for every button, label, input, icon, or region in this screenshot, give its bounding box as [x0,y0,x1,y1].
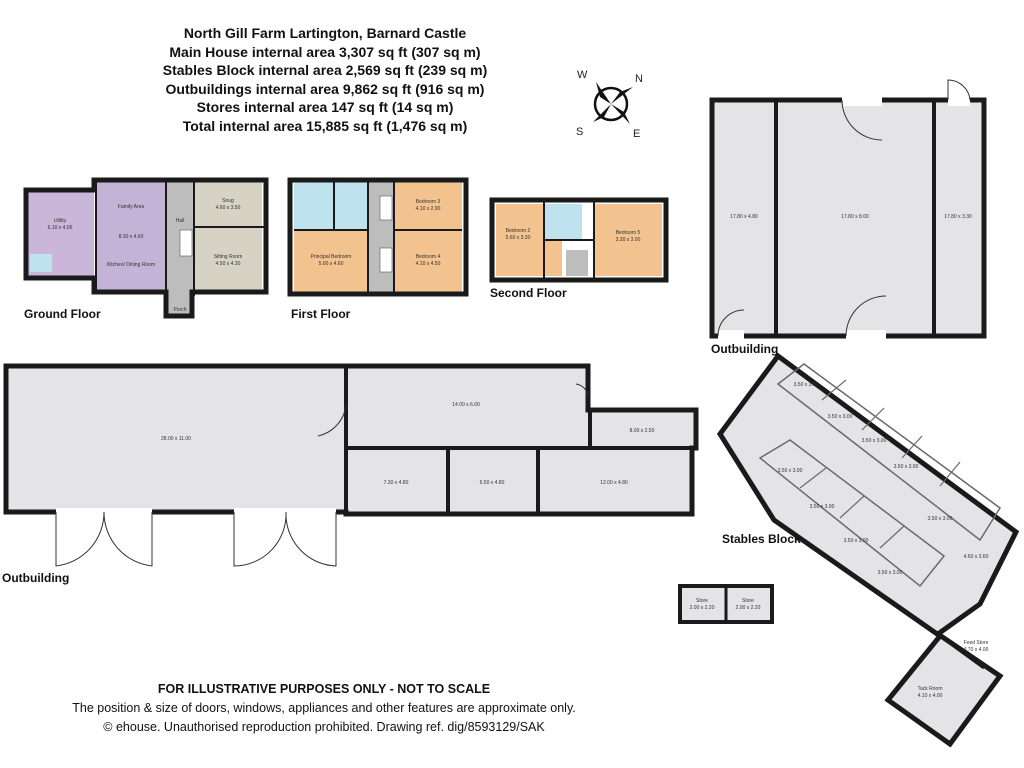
outbuilding-bottom-r3-dim: 12.00 x 4.80 [600,480,628,486]
first-floor-plan: Principal Bedroom 5.00 x 4.60 Bedroom 3 … [287,177,469,297]
sitting-room [194,228,262,290]
kitchen-dim: 8.30 x 4.60 [119,234,144,240]
sitting-room-label: Sitting Room [214,254,243,260]
stable-8-dim: 3.50 x 3.00 [810,504,835,510]
bedroom-5-label: Bedroom 5 [616,230,641,236]
stable-9-dim: 3.50 x 3.00 [844,538,869,544]
snug-dim: 4.60 x 3.50 [216,205,241,211]
stable-6-dim: 4.60 x 3.60 [964,554,989,560]
stables-area: Stables Block internal area 2,569 sq ft … [162,62,488,78]
feed-store-label: Feed Store [964,640,989,646]
stable-7-dim: 3.50 x 3.00 [778,468,803,474]
stable-1-dim: 3.50 x 3.00 [794,382,819,388]
outbuilding-bottom-rsmall-dim: 8.00 x 2.50 [630,428,655,434]
compass-e: E [633,128,640,140]
outbuilding-bottom-r1-dim: 7.30 x 4.80 [384,480,409,486]
family-area-label: Family Area [118,204,145,210]
stable-2-dim: 3.50 x 3.00 [828,414,853,420]
disclaimer-text: FOR ILLUSTRATIVE PURPOSES ONLY - NOT TO … [157,682,491,696]
porch [168,296,192,314]
stables-block-label: Stables Block [722,532,801,546]
bedroom-2-dim: 5.60 x 3.30 [506,235,531,241]
main-house-area: Main House internal area 3,307 sq ft (30… [169,43,481,60]
principal-bedroom-label: Principal Bedroom [311,254,352,260]
second-floor-landing [566,250,588,276]
kitchen-dining-room [96,180,166,290]
utility-sink [30,254,52,272]
snug [194,180,262,226]
plan-footer: FOR ILLUSTRATIVE PURPOSES ONLY - NOT TO … [0,680,648,737]
stable-3-dim: 3.50 x 3.00 [862,438,887,444]
plan-header: North Gill Farm Lartington, Barnard Cast… [120,24,530,135]
outbuilding-bottom-top-dim: 14.00 x 6.00 [452,402,480,408]
first-floor-label: First Floor [291,307,351,321]
property-title: North Gill Farm Lartington, Barnard Cast… [183,25,467,41]
outbuilding-bottom-plan: 28.00 x 11.00 14.00 x 6.00 8.00 x 2.50 7… [3,363,699,567]
store-2-label: Store [742,598,754,604]
total-area: Total internal area 15,885 sq ft (1,476 … [182,117,468,134]
bedroom-4-dim: 4.10 x 4.50 [416,261,441,267]
second-floor-label: Second Floor [490,286,567,300]
stable-4-dim: 3.50 x 3.00 [894,464,919,470]
outbuilding-top-mid-dim: 17.80 x 8.00 [841,214,869,220]
first-floor-stairs [379,195,393,221]
feed-store-dim: 4.70 x 4.00 [964,647,989,653]
compass-n: N [635,73,643,85]
bedroom-5 [594,204,662,276]
staircase [179,229,193,257]
copyright-text: © ehouse. Unauthorised reproduction proh… [103,720,545,734]
porch-label: Porch [173,307,186,313]
bathroom [294,182,368,230]
outbuilding-top-right-dim: 17.80 x 3.30 [944,214,972,220]
outbuilding-top-plan: 17.80 x 4.80 17.80 x 8.00 17.80 x 3.30 [709,79,987,340]
stores-plan: Store 2.00 x 2.20 Store 2.00 x 2.20 [678,584,774,624]
second-floor-plan: Bedroom 2 5.60 x 3.30 Bedroom 5 3.30 x 3… [489,197,669,283]
compass-icon: W N S E [576,69,643,140]
second-floor-bathroom [544,204,582,240]
stable-5-dim: 3.50 x 3.00 [928,516,953,522]
outbuilding-bottom-label: Outbuilding [2,571,70,585]
utility-dim: 6.10 x 4.06 [48,225,73,231]
store-1-label: Store [696,598,708,604]
principal-bedroom [294,230,368,292]
bedroom-2-label: Bedroom 2 [506,228,531,234]
outbuilding-bottom-r2-dim: 6.50 x 4.80 [480,480,505,486]
features-note: The position & size of doors, windows, a… [72,701,576,715]
bedroom-3-label: Bedroom 3 [416,199,441,205]
stores-area: Stores internal area 147 sq ft (14 sq m) [196,99,454,115]
tack-room-dim: 4.10 x 4.00 [918,693,943,699]
outbuilding-top-left-dim: 17.80 x 4.80 [730,214,758,220]
store-2-dim: 2.00 x 2.20 [736,605,761,611]
outbuilding-top-label: Outbuilding [711,342,779,356]
utility-label: Utility [54,218,67,224]
bedroom-3 [394,182,462,230]
principal-bedroom-dim: 5.00 x 4.60 [319,261,344,267]
stables-block-plan: 3.50 x 3.00 3.50 x 3.00 3.50 x 3.00 3.50… [716,352,1020,748]
ground-floor-label: Ground Floor [24,307,101,321]
outbuilding-bottom-big-dim: 28.00 x 11.00 [161,436,191,442]
bedroom-4 [394,230,462,292]
bedroom-4-label: Bedroom 4 [416,254,441,260]
first-floor-stairs-2 [379,247,393,273]
kitchen-label: Kitchen/ Dining Room [107,262,155,268]
outbuildings-area: Outbuildings internal area 9,862 sq ft (… [165,80,485,97]
snug-label: Snug [222,198,234,204]
bedroom-3-dim: 4.10 x 2.90 [416,206,441,212]
compass-s: S [576,126,583,138]
compass-w: W [577,69,588,81]
bedroom-5-dim: 3.30 x 3.00 [616,237,641,243]
ground-floor-plan: Utility 6.10 x 4.06 Family Area 8.30 x 4… [23,177,269,319]
sitting-room-dim: 4.50 x 4.30 [216,261,241,267]
tack-room-label: Tack Room [917,686,942,692]
stable-10-dim: 3.50 x 3.00 [878,570,903,576]
hall-label: Hall [176,218,185,224]
store-1-dim: 2.00 x 2.20 [690,605,715,611]
